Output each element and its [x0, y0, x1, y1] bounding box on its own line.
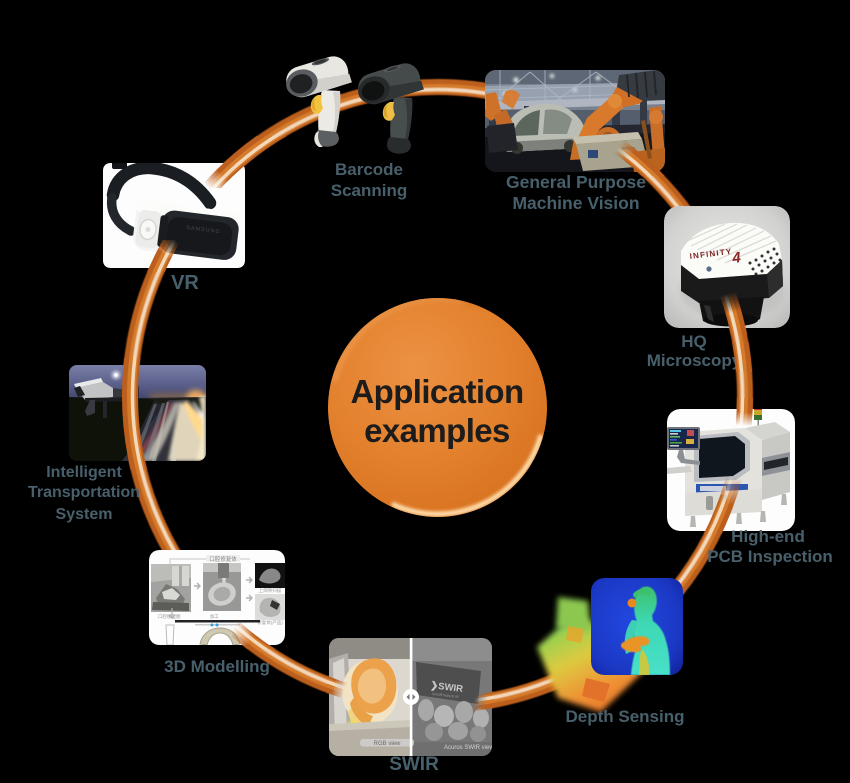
svg-text:修复体(产品): 修复体(产品) [257, 619, 283, 626]
svg-text:VR: VR [171, 272, 199, 294]
svg-text:HQ: HQ [681, 332, 707, 351]
svg-text:Microscopy: Microscopy [647, 351, 742, 370]
svg-text:口腔模型图: 口腔模型图 [158, 613, 181, 620]
svg-text:PCB Inspection: PCB Inspection [707, 547, 833, 566]
svg-text:Intelligent: Intelligent [46, 464, 122, 481]
svg-text:Barcode: Barcode [335, 160, 403, 179]
svg-text:4: 4 [730, 249, 742, 267]
svg-text:上颌骨扫描: 上颌骨扫描 [259, 587, 282, 594]
svg-text:3D Modelling: 3D Modelling [164, 657, 270, 676]
svg-text:General Purpose: General Purpose [506, 172, 646, 192]
svg-text:High-end: High-end [731, 527, 805, 546]
svg-text:Application: Application [350, 373, 523, 410]
svg-text:Scanning: Scanning [331, 181, 408, 200]
svg-text:Transportation: Transportation [28, 484, 140, 501]
svg-text:Acuros SWIR view: Acuros SWIR view [444, 745, 494, 751]
svg-text:SAMSUNG: SAMSUNG [186, 225, 221, 235]
svg-text:SWIR: SWIR [389, 754, 439, 775]
svg-text:Machine Vision: Machine Vision [512, 193, 639, 213]
svg-text:RGB view: RGB view [374, 741, 401, 747]
svg-text:口腔修复体: 口腔修复体 [209, 555, 237, 563]
svg-text:SHORTWAVE IR: SHORTWAVE IR [432, 692, 459, 699]
svg-text:examples: examples [364, 412, 510, 449]
svg-text:❯SWIR: ❯SWIR [430, 680, 464, 695]
svg-text:Depth Sensing: Depth Sensing [565, 707, 684, 726]
svg-text:System: System [56, 506, 113, 523]
